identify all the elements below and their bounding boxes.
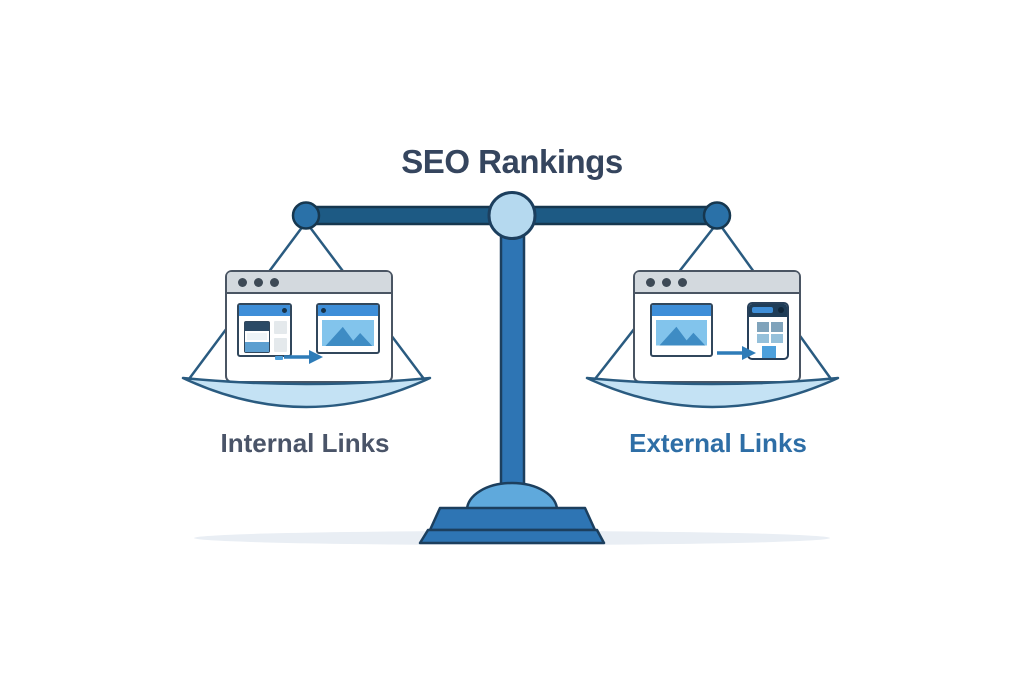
left-hinge (291, 201, 321, 230)
stand-plinth (418, 528, 606, 545)
mini-page-header (318, 305, 378, 316)
balance-beam (296, 205, 724, 226)
content-grid (757, 322, 783, 343)
content-block (762, 346, 776, 358)
external-site-header (749, 304, 787, 317)
stand-dome (465, 481, 559, 512)
window-dot (678, 277, 687, 287)
address-bar (752, 307, 773, 313)
ground-shadow (194, 531, 830, 545)
mini-window-dot (282, 308, 287, 313)
grid-cell (757, 322, 769, 332)
pivot-circle (487, 191, 537, 240)
grid-cell (771, 333, 783, 343)
card-footer-bar (245, 342, 269, 352)
grid-cell (757, 333, 769, 343)
window-dot (662, 277, 671, 287)
mini-window-dot (778, 307, 784, 313)
target-page-thumbnail (316, 303, 380, 354)
image-placeholder-icon (656, 320, 707, 346)
external-link-arrow-icon (717, 346, 756, 360)
text-placeholder-block (274, 321, 287, 334)
window-dot (646, 277, 655, 287)
mini-window-dot (321, 308, 326, 313)
page-title: SEO Rankings (401, 143, 623, 180)
browser-content (635, 294, 799, 381)
image-placeholder-icon (322, 320, 374, 346)
window-dot (254, 277, 263, 287)
external-links-label: External Links (629, 428, 807, 458)
browser-titlebar (635, 272, 799, 294)
mini-page-header (239, 305, 290, 316)
internal-link-arrow-icon (284, 350, 323, 364)
stand-base (428, 506, 597, 532)
window-dot (270, 277, 279, 287)
browser-window-internal (225, 270, 393, 383)
mini-page-header (652, 305, 711, 316)
browser-window-external (633, 270, 801, 383)
stand-pillar (499, 218, 526, 506)
browser-content (227, 294, 391, 381)
internal-links-label: Internal Links (220, 428, 390, 458)
card-header-bar (245, 322, 269, 331)
grid-cell (771, 322, 783, 332)
source-page-thumbnail (650, 303, 713, 357)
content-card (244, 321, 270, 353)
right-hinge (702, 201, 732, 230)
window-dot (238, 277, 247, 287)
card-text-bar (247, 333, 267, 340)
browser-titlebar (227, 272, 391, 294)
